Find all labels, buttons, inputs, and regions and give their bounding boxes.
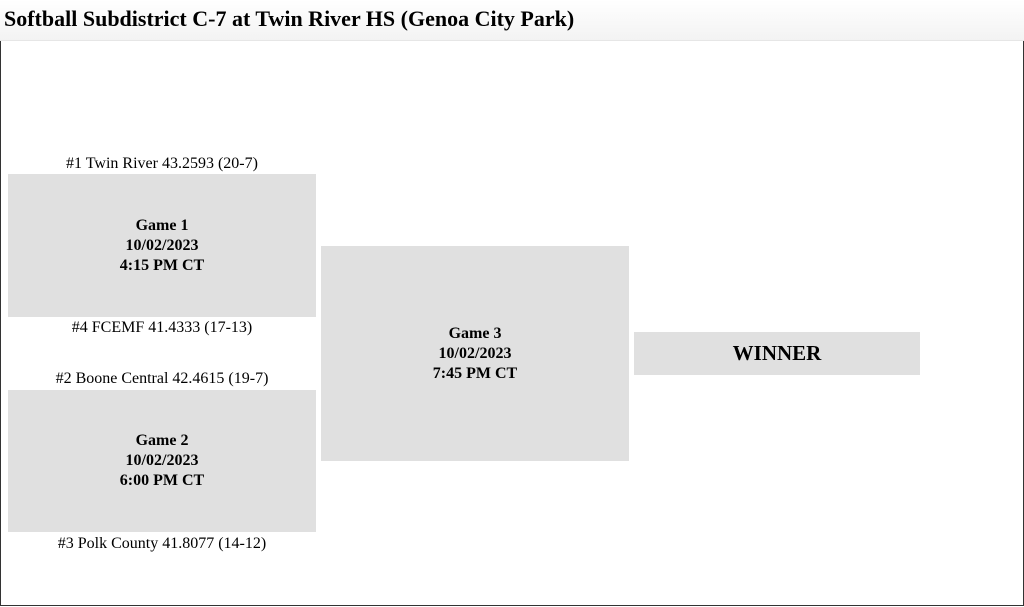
game-2-time: 6:00 PM CT bbox=[119, 472, 205, 489]
game-1-date: 10/02/2023 bbox=[125, 236, 199, 254]
team-seed-4: #4 FCEMF 41.4333 (17-13) bbox=[71, 319, 253, 336]
game-1-box: Game 1 10/02/2023 4:15 PM CT bbox=[8, 174, 316, 317]
game-3-time: 7:45 PM CT bbox=[432, 364, 518, 382]
header-bar bbox=[0, 0, 1024, 41]
game-1-time: 4:15 PM CT bbox=[119, 256, 205, 274]
game-3-date: 10/02/2023 bbox=[438, 344, 512, 362]
winner-box: WINNER bbox=[634, 332, 920, 375]
game-1-name: Game 1 bbox=[135, 216, 189, 234]
game-3-name: Game 3 bbox=[448, 324, 502, 342]
game-2-box: Game 2 10/02/2023 6:00 PM CT bbox=[8, 390, 316, 532]
team-seed-2: #2 Boone Central 42.4615 (19-7) bbox=[55, 370, 269, 387]
winner-label: WINNER bbox=[732, 341, 822, 365]
game-3-box: Game 3 10/02/2023 7:45 PM CT bbox=[321, 246, 629, 461]
game-2-date: 10/02/2023 bbox=[125, 452, 199, 469]
team-seed-3: #3 Polk County 41.8077 (14-12) bbox=[57, 535, 267, 552]
team-seed-1: #1 Twin River 43.2593 (20-7) bbox=[66, 155, 258, 172]
game-2-name: Game 2 bbox=[135, 432, 189, 449]
page-title: Softball Subdistrict C-7 at Twin River H… bbox=[4, 6, 575, 31]
